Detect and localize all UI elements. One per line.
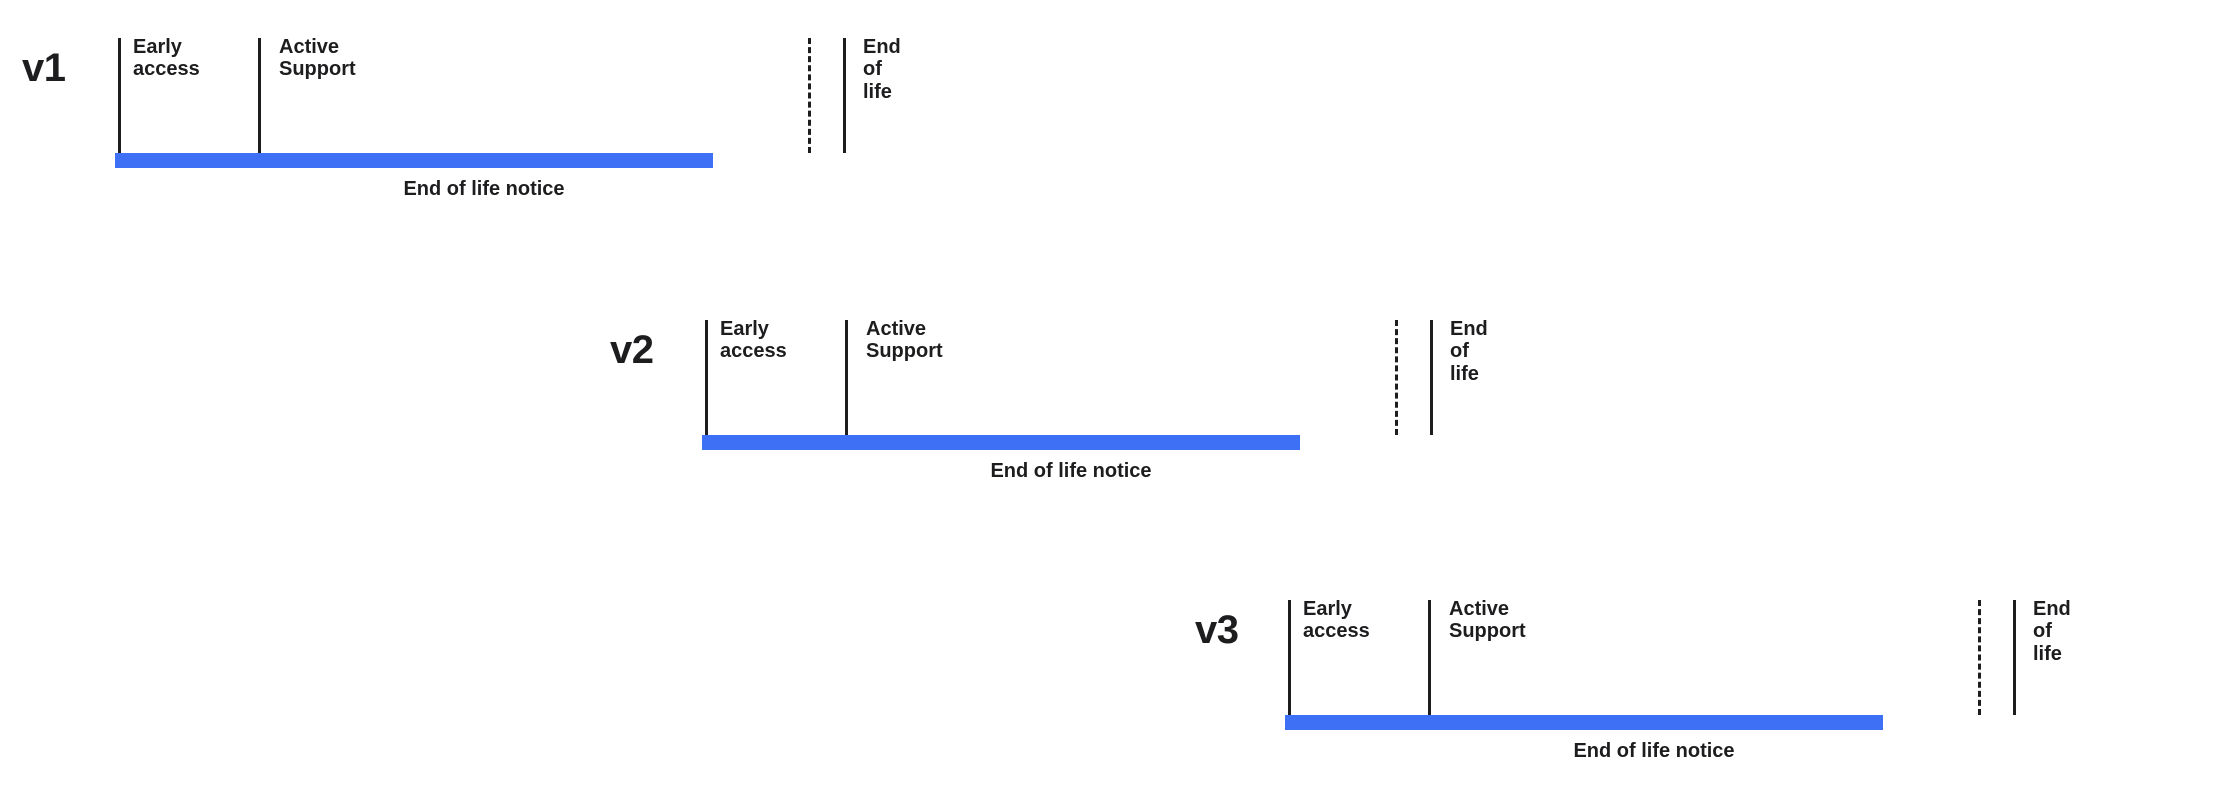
phase-label-end-of-life-v2: End of life [1450, 318, 1488, 385]
phase-label-active-support-v2: Active Support [866, 318, 943, 363]
phase-label-early-access-v1: Early access [133, 36, 200, 81]
phase-divider-v3-3 [2013, 600, 2016, 715]
phase-divider-v2-1 [845, 320, 848, 435]
end-of-life-notice-label-v2: End of life notice [990, 460, 1152, 482]
phase-divider-v2-0 [705, 320, 708, 435]
phase-divider-v1-1 [258, 38, 261, 153]
phase-divider-v3-0 [1288, 600, 1291, 715]
phase-label-end-of-life-v3: End of life [2033, 598, 2071, 665]
phase-label-early-access-v3: Early access [1303, 598, 1370, 643]
phase-divider-v1-3 [843, 38, 846, 153]
end-of-life-notice-label-v3: End of life notice [1573, 740, 1735, 762]
version-label-v2: v2 [610, 328, 654, 372]
phase-divider-dashed-v2 [1395, 320, 1398, 435]
phase-divider-dashed-v3 [1978, 600, 1981, 715]
timeline-arrow-head-v3 [1883, 686, 1945, 760]
end-of-life-notice-label-v1: End of life notice [403, 178, 565, 200]
phase-divider-v3-1 [1428, 600, 1431, 715]
phase-divider-v1-0 [118, 38, 121, 153]
timeline-arrow-head-v1 [713, 124, 775, 198]
timeline-arrow-head-v2 [1300, 406, 1362, 480]
version-label-v3: v3 [1195, 608, 1239, 652]
phase-label-active-support-v3: Active Support [1449, 598, 1526, 643]
phase-divider-dashed-v1 [808, 38, 811, 153]
phase-label-early-access-v2: Early access [720, 318, 787, 363]
timeline-bar-v3 [1285, 715, 1883, 730]
timeline-bar-v1 [115, 153, 713, 168]
timeline-bar-v2 [702, 435, 1300, 450]
phase-label-active-support-v1: Active Support [279, 36, 356, 81]
version-label-v1: v1 [22, 46, 66, 90]
phase-divider-v2-3 [1430, 320, 1433, 435]
phase-label-end-of-life-v1: End of life [863, 36, 901, 103]
